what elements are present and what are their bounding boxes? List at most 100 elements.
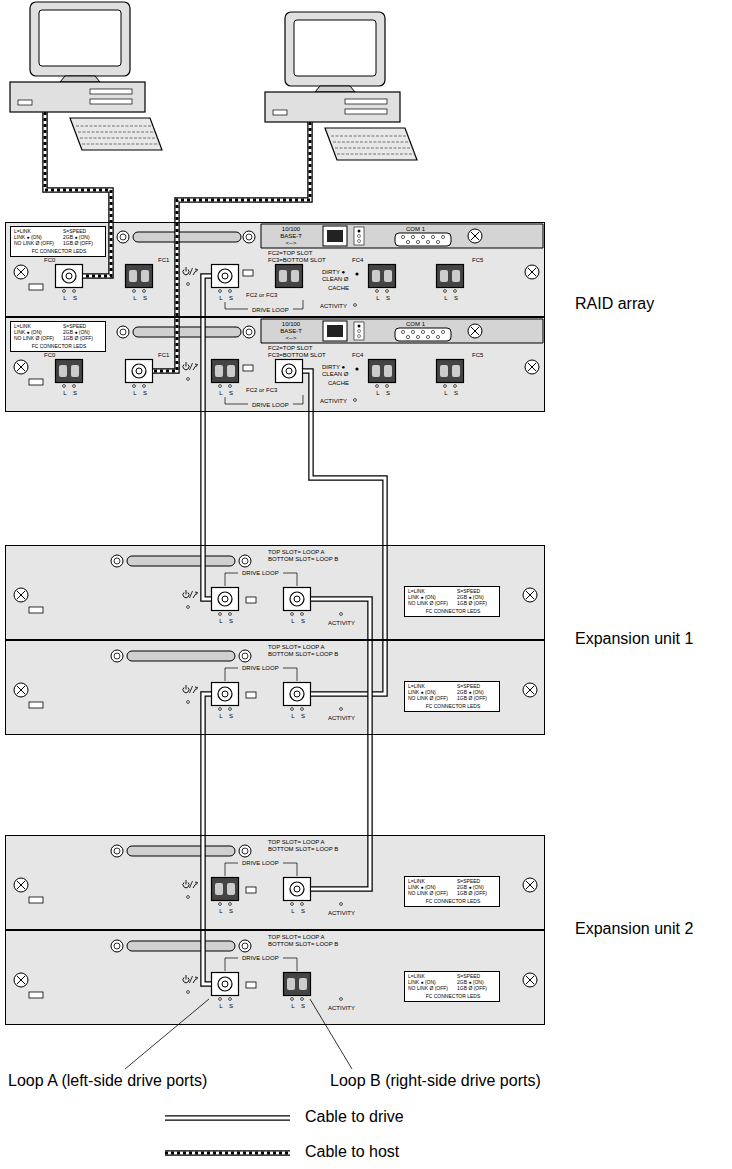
text-holder: S	[386, 390, 390, 397]
panel-label: 10/100 BASE-T	[278, 321, 304, 334]
text-holder: 1GB Ø (OFF)	[457, 891, 487, 897]
led-label: 2GB ● (ON)	[457, 690, 484, 696]
led-label: L=LINK	[408, 879, 425, 885]
panel-label: L	[291, 713, 294, 720]
text-holder: S	[229, 1003, 233, 1010]
text-holder: Expansion unit 2	[575, 920, 693, 938]
panel-label: BOTTOM SLOT= LOOP B	[268, 846, 338, 853]
text-holder: S=SPEED	[457, 684, 480, 690]
text-holder: FC CONNECTOR LEDS	[426, 704, 481, 710]
text-holder: S	[301, 908, 305, 915]
cable-core	[311, 412, 385, 640]
panel-label: L	[219, 1003, 222, 1010]
fc-ports	[56, 265, 464, 996]
text-holder: FC0	[44, 257, 55, 264]
led-label: 2GB ● (ON)	[63, 330, 90, 336]
cable-core	[369, 640, 372, 835]
leader-line	[125, 999, 352, 1069]
host-cable	[45, 112, 310, 371]
text-holder: L	[291, 1003, 294, 1010]
text-holder: ACTIVITY	[328, 1005, 355, 1012]
panel-label: FC2=TOP SLOT	[268, 345, 312, 352]
legend-label: Cable to drive	[305, 1108, 404, 1126]
text-holder: S	[454, 390, 458, 397]
host-computer	[10, 2, 162, 150]
text-holder: DRIVE LOOP	[242, 665, 279, 672]
unit-label: Expansion unit 1	[575, 630, 693, 648]
panel-label: FC3=BOTTOM SLOT	[268, 352, 326, 359]
text-holder: <-->	[285, 240, 296, 247]
panel-label: S	[454, 390, 458, 397]
text-holder: CACHE	[328, 285, 349, 292]
text-holder: L	[133, 295, 136, 302]
panel-label: DRIVE LOOP	[242, 860, 279, 867]
led-label: 2GB ● (ON)	[457, 595, 484, 601]
panel-label: S	[301, 1003, 305, 1010]
led-legend-box: L=LINKLINK ● (ON)NO LINK Ø (OFF)S=SPEED2…	[404, 876, 500, 907]
panel-label: FC3=BOTTOM SLOT	[268, 257, 326, 264]
text-holder: RAID array	[575, 295, 654, 313]
text-holder: FC CONNECTOR LEDS	[426, 609, 481, 615]
panel-label: L	[63, 295, 66, 302]
text-holder: L	[291, 618, 294, 625]
controller-panel: FC0LSFC1LSFC2=TOP SLOTFC3=BOTTOM SLOTLSF…	[5, 222, 545, 317]
io-module-panel: TOP SLOT= LOOP ABOTTOM SLOT= LOOP BDRIVE…	[5, 835, 545, 930]
led-label: 1GB Ø (OFF)	[457, 986, 487, 992]
led-label: LINK ● (ON)	[14, 330, 42, 336]
cable-core	[202, 735, 205, 930]
text-holder: Loop A (left-side drive ports)	[8, 1072, 207, 1090]
panel-label: ACTIVITY	[328, 910, 355, 917]
text-holder: L	[291, 908, 294, 915]
panel-label: L	[291, 908, 294, 915]
led-label: L=LINK	[408, 589, 425, 595]
text-holder: L	[291, 713, 294, 720]
led-label: 1GB Ø (OFF)	[63, 336, 93, 342]
text-holder: S=SPEED	[457, 974, 480, 980]
panel-label: FC4	[352, 352, 363, 359]
led-label: NO LINK Ø (OFF)	[14, 241, 54, 247]
panel-label: FC1	[158, 257, 169, 264]
panel-label: ACTIVITY	[328, 620, 355, 627]
text-holder: NO LINK Ø (OFF)	[14, 336, 54, 342]
panel-label: ACTIVITY	[328, 715, 355, 722]
panel-label: FC2=TOP SLOT	[268, 250, 312, 257]
text-holder: L	[219, 618, 222, 625]
text-holder: CACHE	[328, 380, 349, 387]
text-holder: L	[444, 295, 447, 302]
legend-sample	[165, 1118, 290, 1153]
io-module-panel: TOP SLOT= LOOP ABOTTOM SLOT= LOOP BDRIVE…	[5, 545, 545, 640]
text-holder: 10/100 BASE-T	[278, 321, 304, 334]
text-holder: FC2 or FC3	[246, 292, 277, 299]
panel-label: L	[376, 390, 379, 397]
text-holder: LINK ● (ON)	[14, 235, 42, 241]
text-holder: S	[454, 295, 458, 302]
callout-label: Loop B (right-side drive ports)	[330, 1072, 541, 1090]
panel-label: S	[229, 713, 233, 720]
led-label: L=LINK	[14, 229, 31, 235]
led-label: LINK ● (ON)	[408, 885, 436, 891]
led-label: LINK ● (ON)	[14, 235, 42, 241]
led-label: 2GB ● (ON)	[457, 885, 484, 891]
text-holder: BOTTOM SLOT= LOOP B	[268, 651, 338, 658]
panel-label: FC1	[158, 352, 169, 359]
drive-cable	[200, 735, 206, 930]
led-legend-box: L=LINKLINK ● (ON)NO LINK Ø (OFF)S=SPEED2…	[404, 586, 500, 617]
text-holder: LINK ● (ON)	[408, 595, 436, 601]
text-holder: S	[229, 390, 233, 397]
text-holder: FC CONNECTOR LEDS	[32, 249, 87, 255]
led-label: S=SPEED	[63, 324, 86, 330]
panel-label: FC4	[352, 257, 363, 264]
led-legend-box: L=LINKLINK ● (ON)NO LINK Ø (OFF)S=SPEED2…	[10, 321, 106, 352]
unit-label: Expansion unit 2	[575, 920, 693, 938]
panel-label: S	[229, 1003, 233, 1010]
text-holder: 1GB Ø (OFF)	[457, 986, 487, 992]
text-holder: 1GB Ø (OFF)	[63, 336, 93, 342]
panel-label: BOTTOM SLOT= LOOP B	[268, 941, 338, 948]
led-label: S=SPEED	[457, 974, 480, 980]
panel-label: DRIVE LOOP	[242, 665, 279, 672]
text-holder: 1GB Ø (OFF)	[63, 241, 93, 247]
text-holder: COM 1	[406, 226, 425, 233]
module-faceplate	[5, 930, 545, 1025]
io-module-panel: TOP SLOT= LOOP ABOTTOM SLOT= LOOP BDRIVE…	[5, 640, 545, 735]
